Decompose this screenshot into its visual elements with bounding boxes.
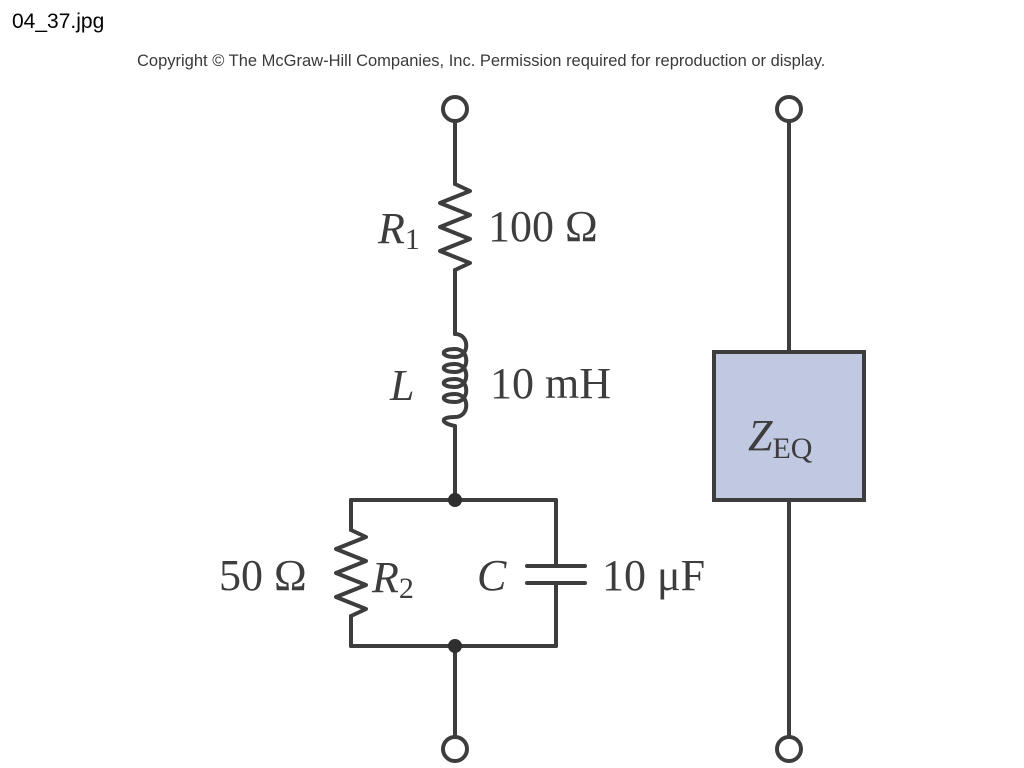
terminal-right-top	[775, 95, 803, 123]
r2-value: 50 Ω	[219, 551, 307, 600]
resistor-r2-symbol	[334, 528, 368, 618]
r1-value: 100 Ω	[488, 202, 598, 251]
zeq-box	[712, 350, 866, 502]
inductor-symbol: L	[389, 361, 414, 410]
r1-subscript: 1	[405, 223, 420, 256]
terminal-left-bottom	[441, 735, 469, 763]
r2-label: R2	[371, 553, 414, 605]
terminal-left-top	[441, 95, 469, 123]
junction-node-bottom	[448, 639, 462, 653]
junction-node-top	[448, 493, 462, 507]
r1-label: R1	[377, 204, 420, 256]
r2-subscript: 2	[399, 572, 414, 605]
resistor-r1-symbol	[438, 182, 472, 272]
zeq-label: ZEQ	[748, 411, 813, 465]
r2-symbol: R	[371, 553, 399, 602]
capacitor-value: 10 μF	[602, 551, 705, 600]
filename-label: 04_37.jpg	[12, 10, 105, 33]
capacitor-symbol: C	[477, 551, 507, 600]
equivalent-circuit: ZEQ	[712, 95, 866, 763]
terminal-right-bottom	[775, 735, 803, 763]
left-circuit	[334, 95, 587, 763]
inductor-value: 10 mH	[490, 359, 611, 408]
copyright-notice: Copyright © The McGraw-Hill Companies, I…	[137, 52, 826, 70]
r1-symbol: R	[377, 204, 405, 253]
zeq-symbol: Z	[748, 411, 773, 460]
zeq-subscript: EQ	[772, 432, 812, 465]
inductor-l-symbol	[441, 332, 469, 436]
